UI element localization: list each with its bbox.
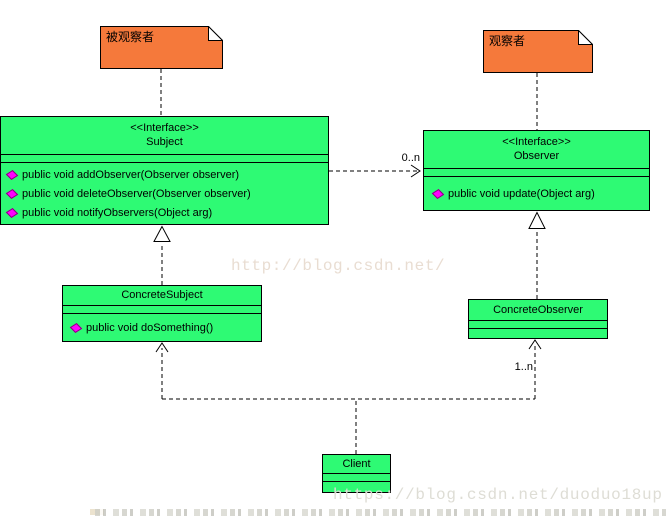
class-concrete-subject-name: ConcreteSubject bbox=[121, 289, 203, 301]
class-subject-name: Subject bbox=[146, 136, 183, 148]
hollow-triangle-arrowhead-icon bbox=[153, 225, 171, 242]
operation-row: public void notifyObservers(Object arg) bbox=[1, 203, 328, 222]
class-concrete-observer-name: ConcreteObserver bbox=[493, 304, 583, 316]
cutoff-watermark-row bbox=[95, 509, 666, 516]
public-operation-icon bbox=[5, 169, 19, 180]
class-observer-stereotype: <<Interface>> bbox=[502, 136, 571, 148]
open-arrowhead-icon bbox=[155, 342, 169, 353]
note-observer-label: 观察者 bbox=[489, 34, 526, 48]
class-concrete-observer-attributes bbox=[469, 321, 607, 329]
public-operation-icon bbox=[431, 188, 445, 199]
open-arrowhead-icon bbox=[528, 339, 542, 350]
class-subject[interactable]: <<Interface>> Subject public void addObs… bbox=[0, 116, 329, 225]
operation-row: public void doSomething() bbox=[63, 321, 213, 335]
class-observer-name: Observer bbox=[513, 150, 560, 162]
class-subject-operations: public void addObserver(Observer observe… bbox=[1, 163, 328, 222]
public-operation-icon bbox=[5, 188, 19, 199]
note-shape bbox=[483, 30, 593, 73]
hollow-triangle-arrowhead-icon bbox=[528, 211, 546, 229]
class-client-attributes bbox=[323, 474, 390, 482]
public-operation-icon bbox=[69, 322, 83, 333]
operation-row: public void update(Object arg) bbox=[424, 187, 595, 201]
class-concrete-observer[interactable]: ConcreteObserver bbox=[468, 299, 608, 339]
operation-label: public void deleteObserver(Observer obse… bbox=[22, 187, 251, 200]
class-subject-stereotype: <<Interface>> bbox=[130, 122, 199, 134]
operation-label: public void doSomething() bbox=[86, 321, 214, 334]
note-subject-label: 被观察者 bbox=[106, 30, 155, 44]
class-observer[interactable]: <<Interface>> Observer public void updat… bbox=[423, 130, 650, 211]
note-shape bbox=[100, 26, 223, 69]
note-subject[interactable]: 被观察者 bbox=[100, 26, 223, 69]
class-client-name: Client bbox=[342, 458, 371, 470]
class-subject-attributes bbox=[1, 155, 328, 163]
class-concrete-subject[interactable]: ConcreteSubject public void doSomething(… bbox=[62, 285, 262, 342]
class-concrete-subject-attributes bbox=[63, 306, 261, 314]
class-observer-attributes bbox=[424, 169, 649, 177]
operation-label: public void update(Object arg) bbox=[448, 187, 595, 200]
class-client[interactable]: Client bbox=[322, 454, 391, 493]
public-operation-icon bbox=[5, 207, 19, 218]
class-concrete-subject-operations: public void doSomething() bbox=[63, 314, 261, 341]
operation-label: public void notifyObservers(Object arg) bbox=[22, 206, 213, 219]
operation-label: public void addObserver(Observer observe… bbox=[22, 168, 240, 181]
class-concrete-observer-operations bbox=[469, 329, 607, 338]
operation-row: public void addObserver(Observer observe… bbox=[1, 165, 328, 184]
multiplicity-label-0n: 0..n bbox=[401, 152, 420, 164]
class-observer-operations: public void update(Object arg) bbox=[424, 177, 649, 210]
watermark-top: http://blog.csdn.net/ bbox=[231, 257, 446, 275]
note-observer[interactable]: 观察者 bbox=[483, 30, 593, 73]
open-arrowhead-icon bbox=[410, 164, 421, 178]
class-client-operations bbox=[323, 482, 390, 492]
multiplicity-label-1n: 1..n bbox=[514, 361, 533, 373]
operation-row: public void deleteObserver(Observer obse… bbox=[1, 184, 328, 203]
